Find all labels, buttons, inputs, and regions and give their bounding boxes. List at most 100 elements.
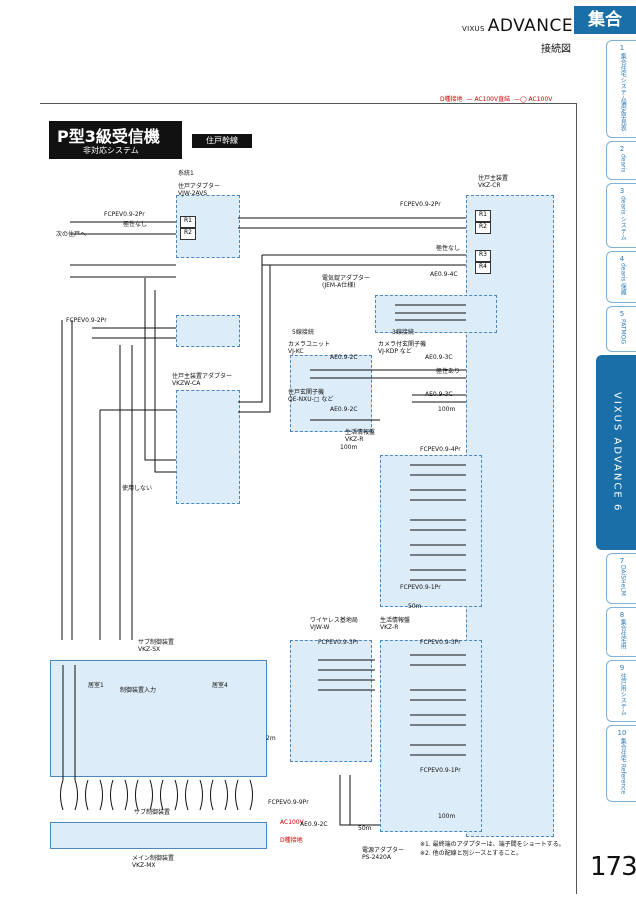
wire-wireless bbox=[318, 659, 375, 691]
cable-label-ae3c: AE0.9-3C bbox=[425, 354, 453, 361]
len-100-a: 100m bbox=[438, 406, 456, 413]
wire-info1d bbox=[410, 544, 466, 556]
note-2: ※2. 他の配線と別シースとすること。 bbox=[420, 850, 523, 857]
wire-output bbox=[92, 327, 176, 339]
legend-ac100-direct: AC100V直結 bbox=[474, 96, 511, 103]
wire-main-r1r2 bbox=[238, 217, 466, 229]
wire-lock bbox=[395, 304, 466, 321]
terminal-main-r3: R3 bbox=[475, 250, 491, 262]
len-100-c: 100m bbox=[438, 813, 456, 820]
elec-adapter-label: 電気錠アダプター (JEM-A仕様) bbox=[322, 275, 371, 289]
control-input-label: 制御装置入力 bbox=[120, 687, 157, 694]
info-panel1-label: 生活情報盤 VKZ-R bbox=[345, 429, 376, 443]
wire-adapter-link bbox=[238, 255, 271, 413]
room4-label: 居室4 bbox=[212, 682, 228, 689]
wire-mid2 bbox=[119, 345, 133, 640]
sub-control-block bbox=[50, 660, 267, 777]
main-adapter-label: 住戸主装置アダプター VKZW-CA bbox=[172, 373, 233, 387]
info-panel1-block bbox=[380, 455, 482, 607]
wire-r1r2 bbox=[70, 221, 176, 235]
camera-block bbox=[290, 355, 372, 432]
sidebar-tab-6[interactable]: VIXUS ADVANCE 6 bbox=[596, 354, 636, 550]
cable-label-ae2c: AE0.9-2C bbox=[330, 354, 358, 361]
terminal-main-r4: R4 bbox=[475, 262, 491, 274]
nopolarity-b: 極性なし bbox=[436, 245, 461, 252]
diagram-title-box: P型3級受信機 非対応システム bbox=[49, 121, 182, 159]
section-tab[interactable]: 集合 bbox=[574, 6, 636, 34]
ac100v-label: AC100V bbox=[280, 819, 304, 826]
len-50-b: 50m bbox=[358, 825, 372, 832]
wire-info2b bbox=[410, 689, 466, 701]
diagram-frame bbox=[40, 103, 577, 894]
wireless-label: ワイヤレス基地局 VJW-W bbox=[310, 617, 358, 631]
cable-label-2pr-b: FCPEV0.9-2Pr bbox=[400, 201, 441, 208]
camera-unit-label: カメラユニット VJ-KC bbox=[288, 341, 331, 355]
info-panel2-label: 生活情報盤 VKZ-R bbox=[380, 617, 411, 631]
wire-door bbox=[412, 394, 466, 403]
camera-door-label: カメラ付玄関子機 VJ-KDP など bbox=[378, 341, 427, 355]
wire-info1b bbox=[410, 489, 466, 501]
cable-label-3pr: FCPEV0.9-3Pr bbox=[420, 639, 461, 646]
terminal-main-r1: R1 bbox=[475, 210, 491, 222]
polarity-a: 極性あり bbox=[436, 368, 461, 375]
cable-label-4pr: FCPEV0.9-4Pr bbox=[420, 446, 461, 453]
three-wire-label: 3線接続 bbox=[392, 329, 414, 336]
sub-control2-label: サブ制御装置 bbox=[134, 809, 171, 816]
wire-power bbox=[339, 775, 380, 826]
wiring-legend: D種接地 — AC100V直結 —◯ AC100V bbox=[440, 96, 553, 103]
wire-info1e bbox=[410, 569, 466, 581]
system1-label: 系統1 bbox=[178, 170, 194, 177]
wire-main-r3r4 bbox=[262, 254, 466, 266]
d-ground-label: D種接地 bbox=[280, 837, 303, 844]
len-50-a: 50m bbox=[408, 603, 422, 610]
terminal-r2: R2 bbox=[180, 228, 196, 240]
sub-control-label: サブ制御装置 VKZ-SX bbox=[138, 639, 175, 653]
cable-label-2pr-c: FCPEV0.9-2Pr bbox=[66, 317, 107, 324]
door-unit-label: 住戸玄関子機 QE-NXU-□ など bbox=[288, 389, 334, 403]
adapter-output-block bbox=[176, 315, 240, 347]
cable-label-9pr: FCPEV0.9-9Pr bbox=[268, 799, 309, 806]
line-type-badge: 住戸幹線 bbox=[192, 134, 252, 148]
wire-info1c bbox=[410, 519, 466, 531]
bus-cables bbox=[60, 779, 253, 811]
power-adapter-label: 電源アダプター PS-2420A bbox=[362, 847, 405, 861]
sub-control-block-2 bbox=[50, 822, 267, 849]
terminal-r1: R1 bbox=[180, 216, 196, 228]
main-unit-label: 住戸主装置 VKZ-CR bbox=[478, 175, 509, 189]
note-1: ※1. 最終端のアダプターは、端子間をショートする。 bbox=[420, 841, 565, 848]
terminal-main-r2: R2 bbox=[475, 222, 491, 234]
wire-camera bbox=[310, 369, 466, 379]
main-control-label: メイン制御装置 VKZ-MX bbox=[132, 855, 175, 869]
diagram-title: P型3級受信機 bbox=[57, 127, 160, 146]
unused-label: 使用しない bbox=[122, 485, 153, 492]
elec-lock-block bbox=[375, 295, 497, 333]
len-2: 2m bbox=[266, 735, 276, 742]
wire-info2d bbox=[410, 744, 466, 756]
nopolarity-a: 極性なし bbox=[123, 221, 148, 228]
legend-ac100: AC100V bbox=[528, 96, 553, 103]
cable-label-ae4c: AE0.9-4C bbox=[430, 271, 458, 278]
wire-info2c bbox=[410, 714, 466, 726]
wire-down bbox=[144, 278, 176, 473]
bus-left bbox=[62, 665, 76, 780]
page-number: 173 bbox=[590, 852, 636, 882]
len-100-b: 100m bbox=[340, 444, 358, 451]
five-wire-label: 5線接続 bbox=[292, 329, 314, 336]
cable-label-3pr-b: FCPEV0.9-3Pr bbox=[318, 639, 359, 646]
diagram-subtitle: 非対応システム bbox=[83, 146, 139, 155]
page-subtitle: 接続図 bbox=[541, 44, 571, 55]
adapter-vjw-label: 住戸アダプター VJW-2AVS bbox=[178, 183, 221, 197]
wire-info1a bbox=[410, 464, 466, 476]
